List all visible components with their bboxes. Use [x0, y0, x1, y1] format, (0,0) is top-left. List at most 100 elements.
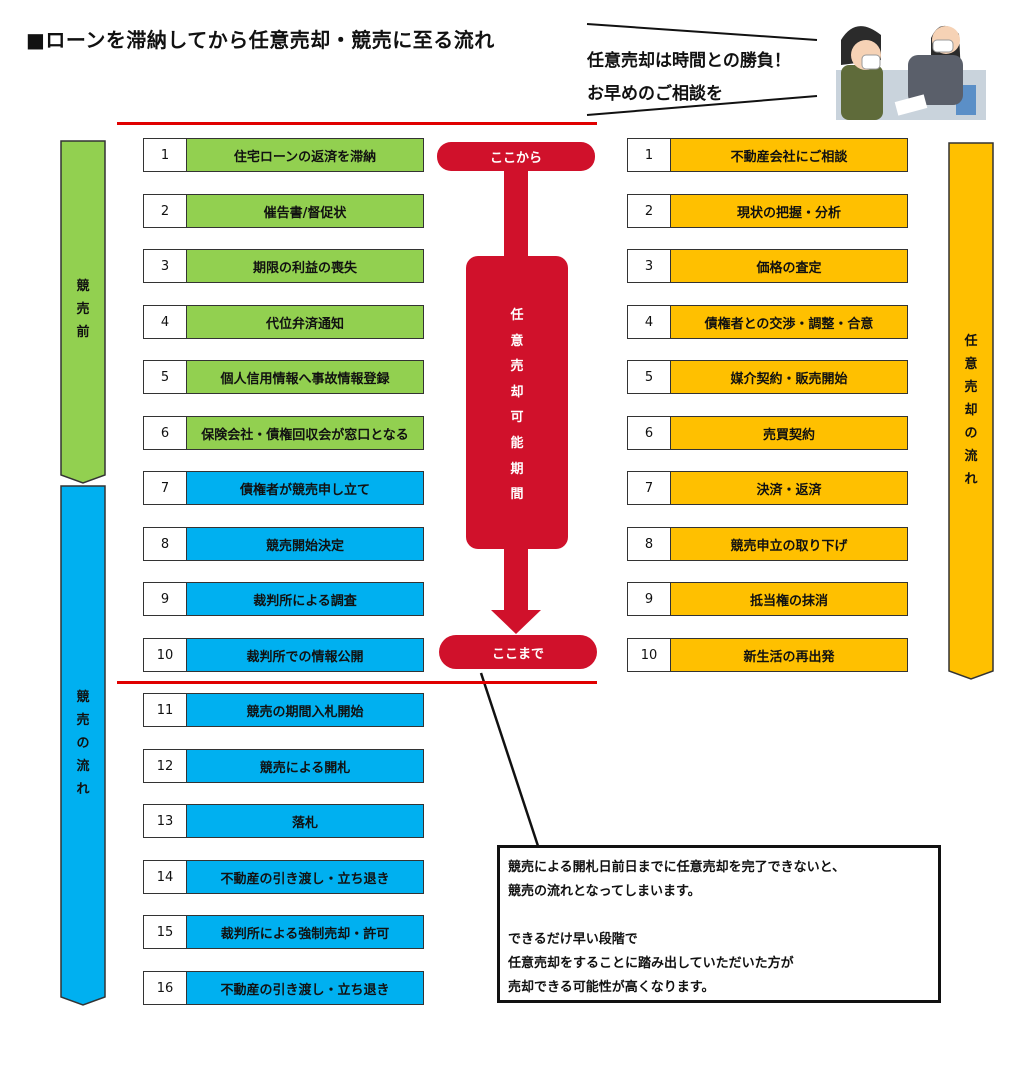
divider-top [117, 122, 597, 125]
vertical-char: 前 [76, 325, 90, 340]
step-label: 債権者が競売申し立て [187, 472, 423, 504]
callout-line [508, 904, 930, 928]
step-label: 債権者との交渉・調整・合意 [671, 306, 907, 338]
step-label: 落札 [187, 805, 423, 837]
start-marker: ここから [437, 142, 595, 171]
vertical-char: れ [76, 782, 90, 797]
step-number: 14 [144, 861, 187, 893]
vertical-char: 売 [76, 302, 90, 317]
vertical-char: 間 [510, 487, 524, 503]
step-number: 1 [628, 139, 671, 171]
step-number: 9 [628, 583, 671, 615]
vertical-char: 任 [510, 308, 524, 323]
before-auction-arrow [60, 140, 106, 484]
step-number: 7 [144, 472, 187, 504]
vertical-char: 売 [510, 359, 524, 375]
step-number: 8 [628, 528, 671, 560]
vertical-char: 却 [964, 403, 978, 418]
step-label: 媒介契約・販売開始 [671, 361, 907, 393]
step-number: 16 [144, 972, 187, 1004]
step-label: 期限の利益の喪失 [187, 250, 423, 282]
step-number: 7 [628, 472, 671, 504]
step-label: 催告書/督促状 [187, 195, 423, 227]
end-marker: ここまで [439, 635, 597, 669]
callout-line: できるだけ早い段階で [508, 932, 638, 947]
vertical-char: 任 [964, 334, 978, 349]
step-label: 決済・返済 [671, 472, 907, 504]
step-label: 裁判所による調査 [187, 583, 423, 615]
step-number: 15 [144, 916, 187, 948]
step-number: 10 [628, 639, 671, 671]
step-number: 6 [144, 417, 187, 449]
callout-line: 競売による開札日前日までに任意売却を完了できないと、 [508, 860, 846, 875]
step-label: 競売申立の取り下げ [671, 528, 907, 560]
step-number: 10 [144, 639, 187, 671]
vertical-char: 期 [510, 461, 524, 477]
step-label: 抵当権の抹消 [671, 583, 907, 615]
step-label: 住宅ローンの返済を滞納 [187, 139, 423, 171]
speech-line-1: 任意売却は時間との勝負！ [587, 51, 791, 71]
divider-bottom [117, 681, 597, 684]
consultation-illustration [836, 25, 986, 120]
page-title: ■ローンを滞納してから任意売却・競売に至る流れ [26, 28, 495, 52]
callout-line: 競売の流れとなってしまいます。 [508, 884, 701, 899]
step-number: 11 [144, 694, 187, 726]
step-label: 裁判所による強制売却・許可 [187, 916, 423, 948]
step-number: 1 [144, 139, 187, 171]
vertical-char: 売 [76, 713, 90, 728]
step-label: 競売の期間入札開始 [187, 694, 423, 726]
step-number: 3 [144, 250, 187, 282]
callout-line: 売却できる可能性が高くなります。 [508, 980, 715, 995]
callout-note: 競売による開札日前日までに任意売却を完了できないと、競売の流れとなってしまいます… [497, 845, 941, 1003]
vertical-char: 却 [510, 384, 524, 400]
step-label: 競売による開札 [187, 750, 423, 782]
voluntary-sale-arrow [948, 142, 994, 680]
step-number: 4 [144, 306, 187, 338]
vertical-char: 流 [76, 759, 90, 774]
vertical-char: れ [964, 472, 978, 487]
step-number: 13 [144, 805, 187, 837]
vertical-char: 可 [510, 410, 524, 426]
step-label: 不動産会社にご相談 [671, 139, 907, 171]
speech-line-2: お早めのご相談を [587, 84, 723, 104]
step-number: 5 [144, 361, 187, 393]
step-label: 裁判所での情報公開 [187, 639, 423, 671]
vertical-char: 競 [76, 690, 90, 705]
step-number: 2 [144, 195, 187, 227]
step-label: 個人信用情報へ事故情報登録 [187, 361, 423, 393]
vertical-char: 意 [964, 357, 978, 372]
vertical-char: の [76, 736, 90, 751]
step-number: 5 [628, 361, 671, 393]
step-number: 9 [144, 583, 187, 615]
step-label: 代位弁済通知 [187, 306, 423, 338]
step-label: 不動産の引き渡し・立ち退き [187, 972, 423, 1004]
step-label: 新生活の再出発 [671, 639, 907, 671]
vertical-char: 意 [510, 333, 524, 349]
step-number: 12 [144, 750, 187, 782]
step-label: 売買契約 [671, 417, 907, 449]
